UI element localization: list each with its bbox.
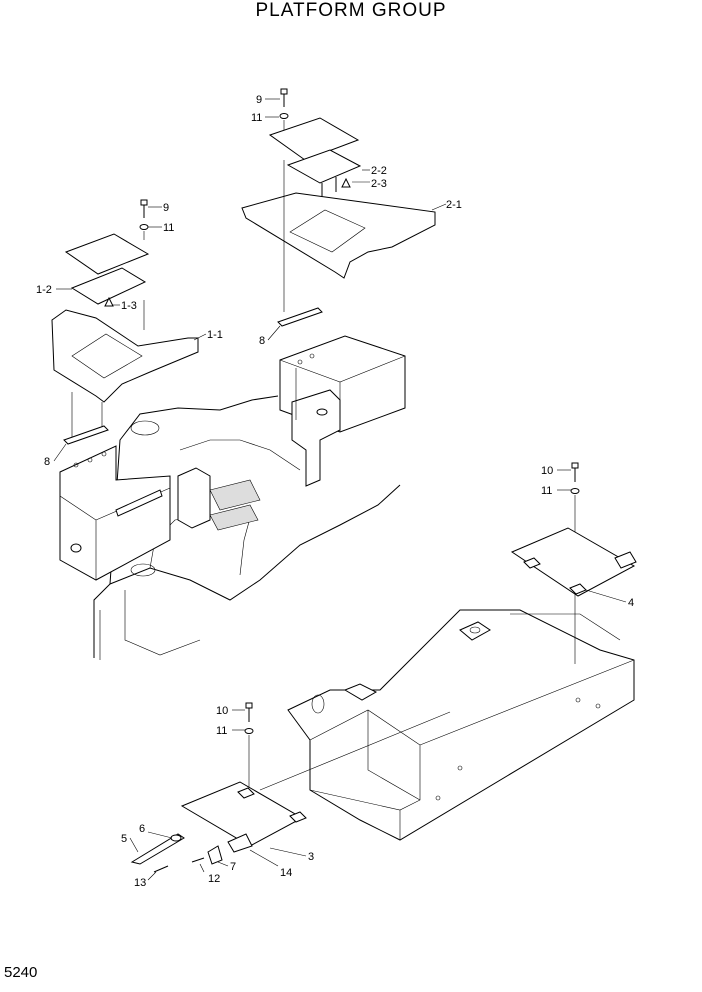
screw-2-3 [341, 177, 351, 188]
cover-plate-1-2 [70, 267, 147, 305]
platform-2-1-opening [289, 209, 366, 253]
callout-11-top: 11 [251, 112, 262, 124]
cover-plate-1-2-top [64, 233, 150, 275]
callout-4: 4 [628, 597, 634, 609]
callout-1-1: 1-1 [207, 329, 223, 341]
callout-2-1: 2-1 [446, 199, 462, 211]
callout-2-2: 2-2 [371, 165, 387, 177]
hasp-7 [207, 845, 223, 865]
bolt-10-lower [245, 702, 253, 722]
screw-12 [191, 857, 205, 863]
callout-9-top: 9 [256, 94, 262, 106]
callout-12: 12 [208, 873, 220, 885]
rod-5 [130, 833, 185, 865]
callout-13: 13 [134, 877, 146, 889]
pin-6 [170, 834, 182, 842]
callout-1-2: 1-2 [36, 284, 52, 296]
callout-11-lower: 11 [216, 725, 227, 737]
callout-7: 7 [230, 861, 236, 873]
washer-11-right [570, 488, 580, 494]
cover-plate-2-2 [286, 149, 362, 184]
callout-10-lower: 10 [216, 705, 228, 717]
lid-4 [510, 527, 636, 597]
page-number: 5240 [4, 964, 38, 981]
callout-3: 3 [308, 851, 314, 863]
left-bracket-box [59, 445, 171, 581]
callout-2-3: 2-3 [371, 178, 387, 190]
strip-8-left [63, 425, 109, 445]
platform-1-1-opening [71, 333, 143, 379]
bolt-10-right [571, 462, 579, 482]
diagram-title: PLATFORM GROUP [255, 0, 447, 21]
leader-lines [53, 98, 627, 881]
tool-box [287, 609, 635, 841]
screw-1-3 [104, 296, 114, 307]
screw-13 [153, 865, 169, 873]
callout-10-right: 10 [541, 465, 553, 477]
callout-14: 14 [280, 867, 292, 879]
callout-1-3: 1-3 [121, 300, 137, 312]
latch-14 [227, 833, 253, 853]
callout-9-left: 9 [163, 202, 169, 214]
bolt-9-top [280, 88, 288, 107]
cover-plate-2-2-top [268, 117, 360, 161]
bolt-9-left [140, 199, 148, 218]
center-bracket [177, 335, 406, 529]
callout-8-right: 8 [259, 335, 265, 347]
washer-11-top [279, 113, 289, 119]
callout-11-right: 11 [541, 485, 552, 497]
callout-5: 5 [121, 833, 127, 845]
strip-8-right [277, 307, 323, 327]
callout-6: 6 [139, 823, 145, 835]
lid-4-handle [614, 551, 637, 569]
washer-11-lower [244, 728, 254, 734]
platform-2-1 [241, 192, 436, 279]
callout-11-left: 11 [163, 222, 174, 234]
platform-1-1 [51, 309, 199, 403]
callout-8-left: 8 [44, 456, 50, 468]
washer-11-left [139, 224, 149, 230]
